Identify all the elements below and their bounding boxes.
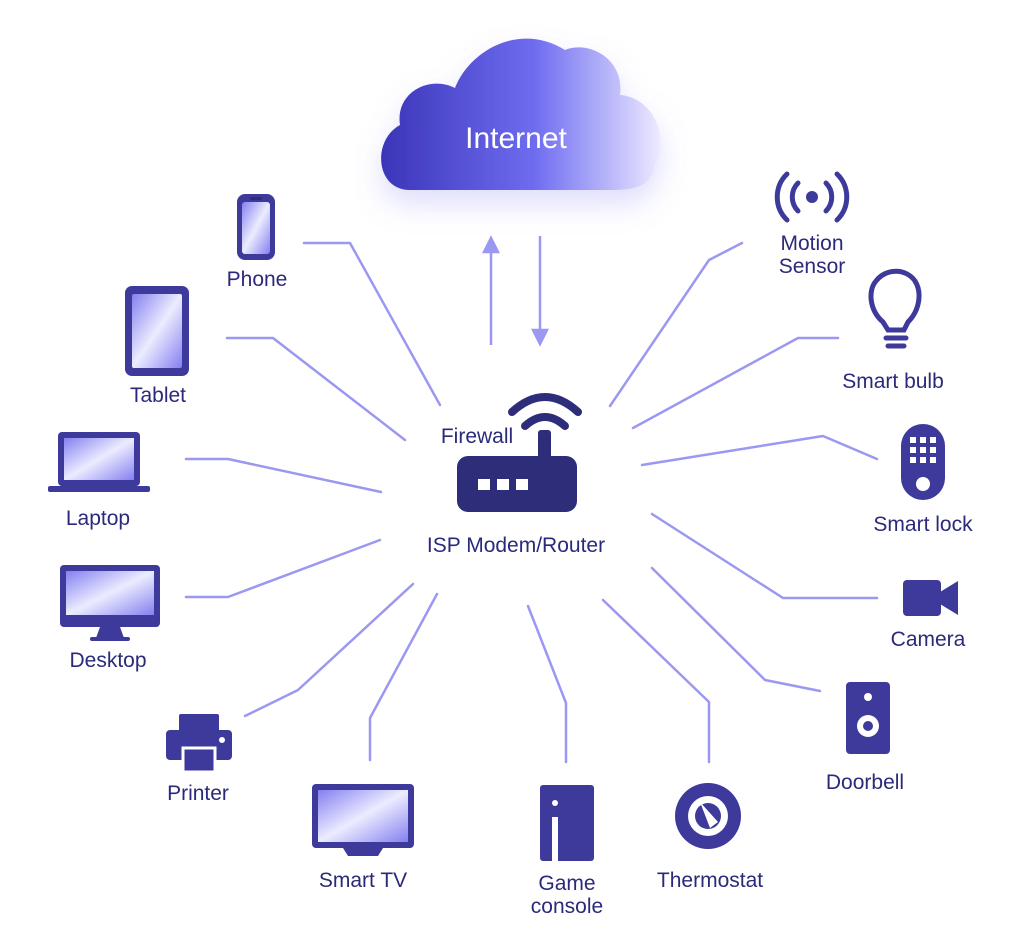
smart-tv-icon — [312, 784, 414, 856]
printer-icon — [166, 714, 232, 774]
internet-label: Internet — [465, 122, 567, 155]
download-arrow — [530, 236, 550, 347]
doorbell-icon — [846, 682, 890, 754]
phone-label: Phone — [226, 268, 288, 291]
link-smart-tv — [368, 592, 439, 762]
smart-bulb-icon — [868, 268, 922, 349]
link-game-console — [526, 604, 568, 764]
link-printer — [243, 582, 415, 718]
tablet-label: Tablet — [129, 384, 187, 407]
link-laptop — [184, 457, 383, 494]
phone-icon — [237, 194, 275, 260]
desktop-icon — [60, 565, 160, 641]
printer-label: Printer — [167, 782, 229, 805]
smart-bulb-label: Smart bulb — [842, 370, 944, 393]
link-motion-sensor — [608, 241, 744, 408]
router-label: ISP Modem/Router — [426, 534, 606, 557]
motion-sensor-icon — [774, 171, 850, 223]
link-phone — [302, 241, 442, 407]
link-smart-lock — [640, 434, 879, 467]
desktop-label: Desktop — [69, 649, 147, 672]
camera-label: Camera — [890, 628, 966, 651]
laptop-label: Laptop — [65, 507, 131, 530]
laptop-icon — [48, 432, 150, 492]
camera-icon — [903, 580, 958, 616]
smart-tv-label: Smart TV — [318, 869, 408, 892]
smart-lock-label: Smart lock — [873, 513, 973, 536]
link-thermostat — [601, 598, 711, 764]
connection-lines — [184, 241, 879, 764]
doorbell-label: Doorbell — [825, 771, 905, 794]
smart-lock-icon — [901, 424, 945, 500]
tablet-icon — [125, 286, 189, 376]
link-desktop — [184, 538, 382, 599]
game-console-label-line2: console — [530, 895, 604, 918]
firewall-label: Firewall — [440, 425, 514, 448]
link-smart-bulb — [631, 336, 840, 430]
link-camera — [650, 512, 879, 600]
motion-sensor-label-line2: Sensor — [778, 255, 846, 278]
game-console-icon — [540, 785, 594, 861]
motion-sensor-label-line1: Motion — [780, 232, 844, 255]
internet-cloud-icon — [381, 38, 661, 190]
router-icon — [457, 393, 582, 512]
thermostat-label: Thermostat — [656, 869, 764, 892]
upload-arrow — [481, 235, 501, 345]
game-console-label-line1: Game — [538, 872, 596, 895]
link-tablet — [225, 336, 407, 442]
link-doorbell — [650, 566, 822, 693]
thermostat-icon — [675, 783, 741, 849]
